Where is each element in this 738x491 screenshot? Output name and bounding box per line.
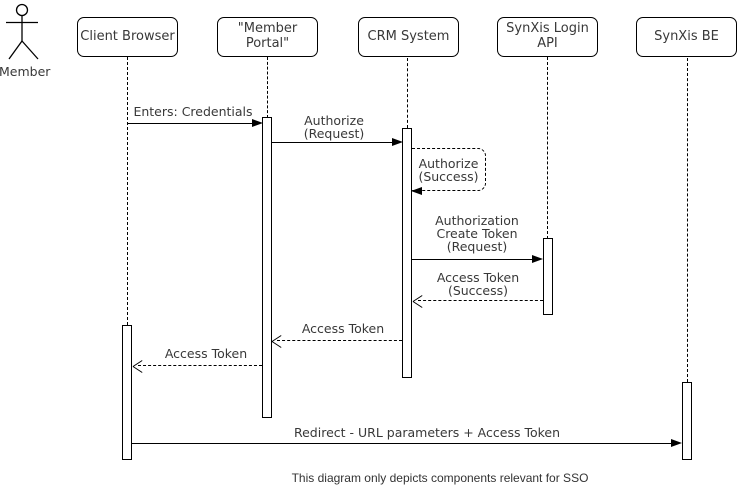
activation-crm-system: [402, 128, 412, 378]
message-label: Enters: Credentials: [133, 104, 253, 119]
participant-crm-system: CRM System: [358, 17, 459, 57]
message-label: Access Token: [301, 321, 385, 336]
lifeline-member-portal: [267, 57, 268, 118]
arrowhead-icon: [392, 138, 403, 146]
lifeline-crm-system: [407, 58, 408, 128]
message-line: [132, 443, 671, 444]
message-authorize-success-self: Authorize (Success): [411, 148, 486, 195]
message-label: Authorize (Success): [418, 155, 479, 184]
participant-client-browser: Client Browser: [77, 17, 178, 57]
activation-client-browser: [122, 325, 132, 460]
arrowhead-icon: [411, 187, 422, 195]
message-label: Access Token: [164, 346, 248, 361]
lifeline-client-browser: [127, 57, 128, 325]
activation-member-portal: [262, 117, 272, 418]
arrowhead-icon: [671, 439, 682, 447]
arrowhead-icon: [532, 255, 543, 263]
message-label: Redirect - URL parameters + Access Token: [293, 425, 561, 440]
message-line: [138, 365, 262, 366]
message-line: [277, 340, 402, 341]
actor-member-icon: [6, 3, 39, 60]
activation-synxis-login-api: [543, 238, 553, 315]
participant-synxis-login-api: SynXis Login API: [497, 17, 598, 57]
footer-note: This diagram only depicts components rel…: [291, 471, 589, 485]
message-line: [128, 123, 252, 124]
activation-synxis-be: [682, 382, 692, 460]
participant-member-portal: "Member Portal": [217, 17, 318, 57]
message-line: [418, 300, 543, 301]
message-label: Access Token (Success): [436, 270, 520, 298]
arrowhead-icon: [252, 119, 263, 127]
lifeline-synxis-be: [687, 58, 688, 382]
actor-label: Member: [0, 64, 51, 79]
message-label: Authorize (Request): [303, 113, 365, 141]
open-arrowhead-icon: [413, 296, 423, 306]
lifeline-synxis-login-api: [547, 57, 548, 239]
message-line: [412, 259, 532, 260]
open-arrowhead-icon: [133, 361, 143, 371]
open-arrowhead-icon: [272, 336, 282, 346]
message-label: Authorization Create Token (Request): [435, 213, 519, 254]
message-line: [272, 142, 392, 143]
participant-synxis-be: SynXis BE: [636, 17, 737, 57]
